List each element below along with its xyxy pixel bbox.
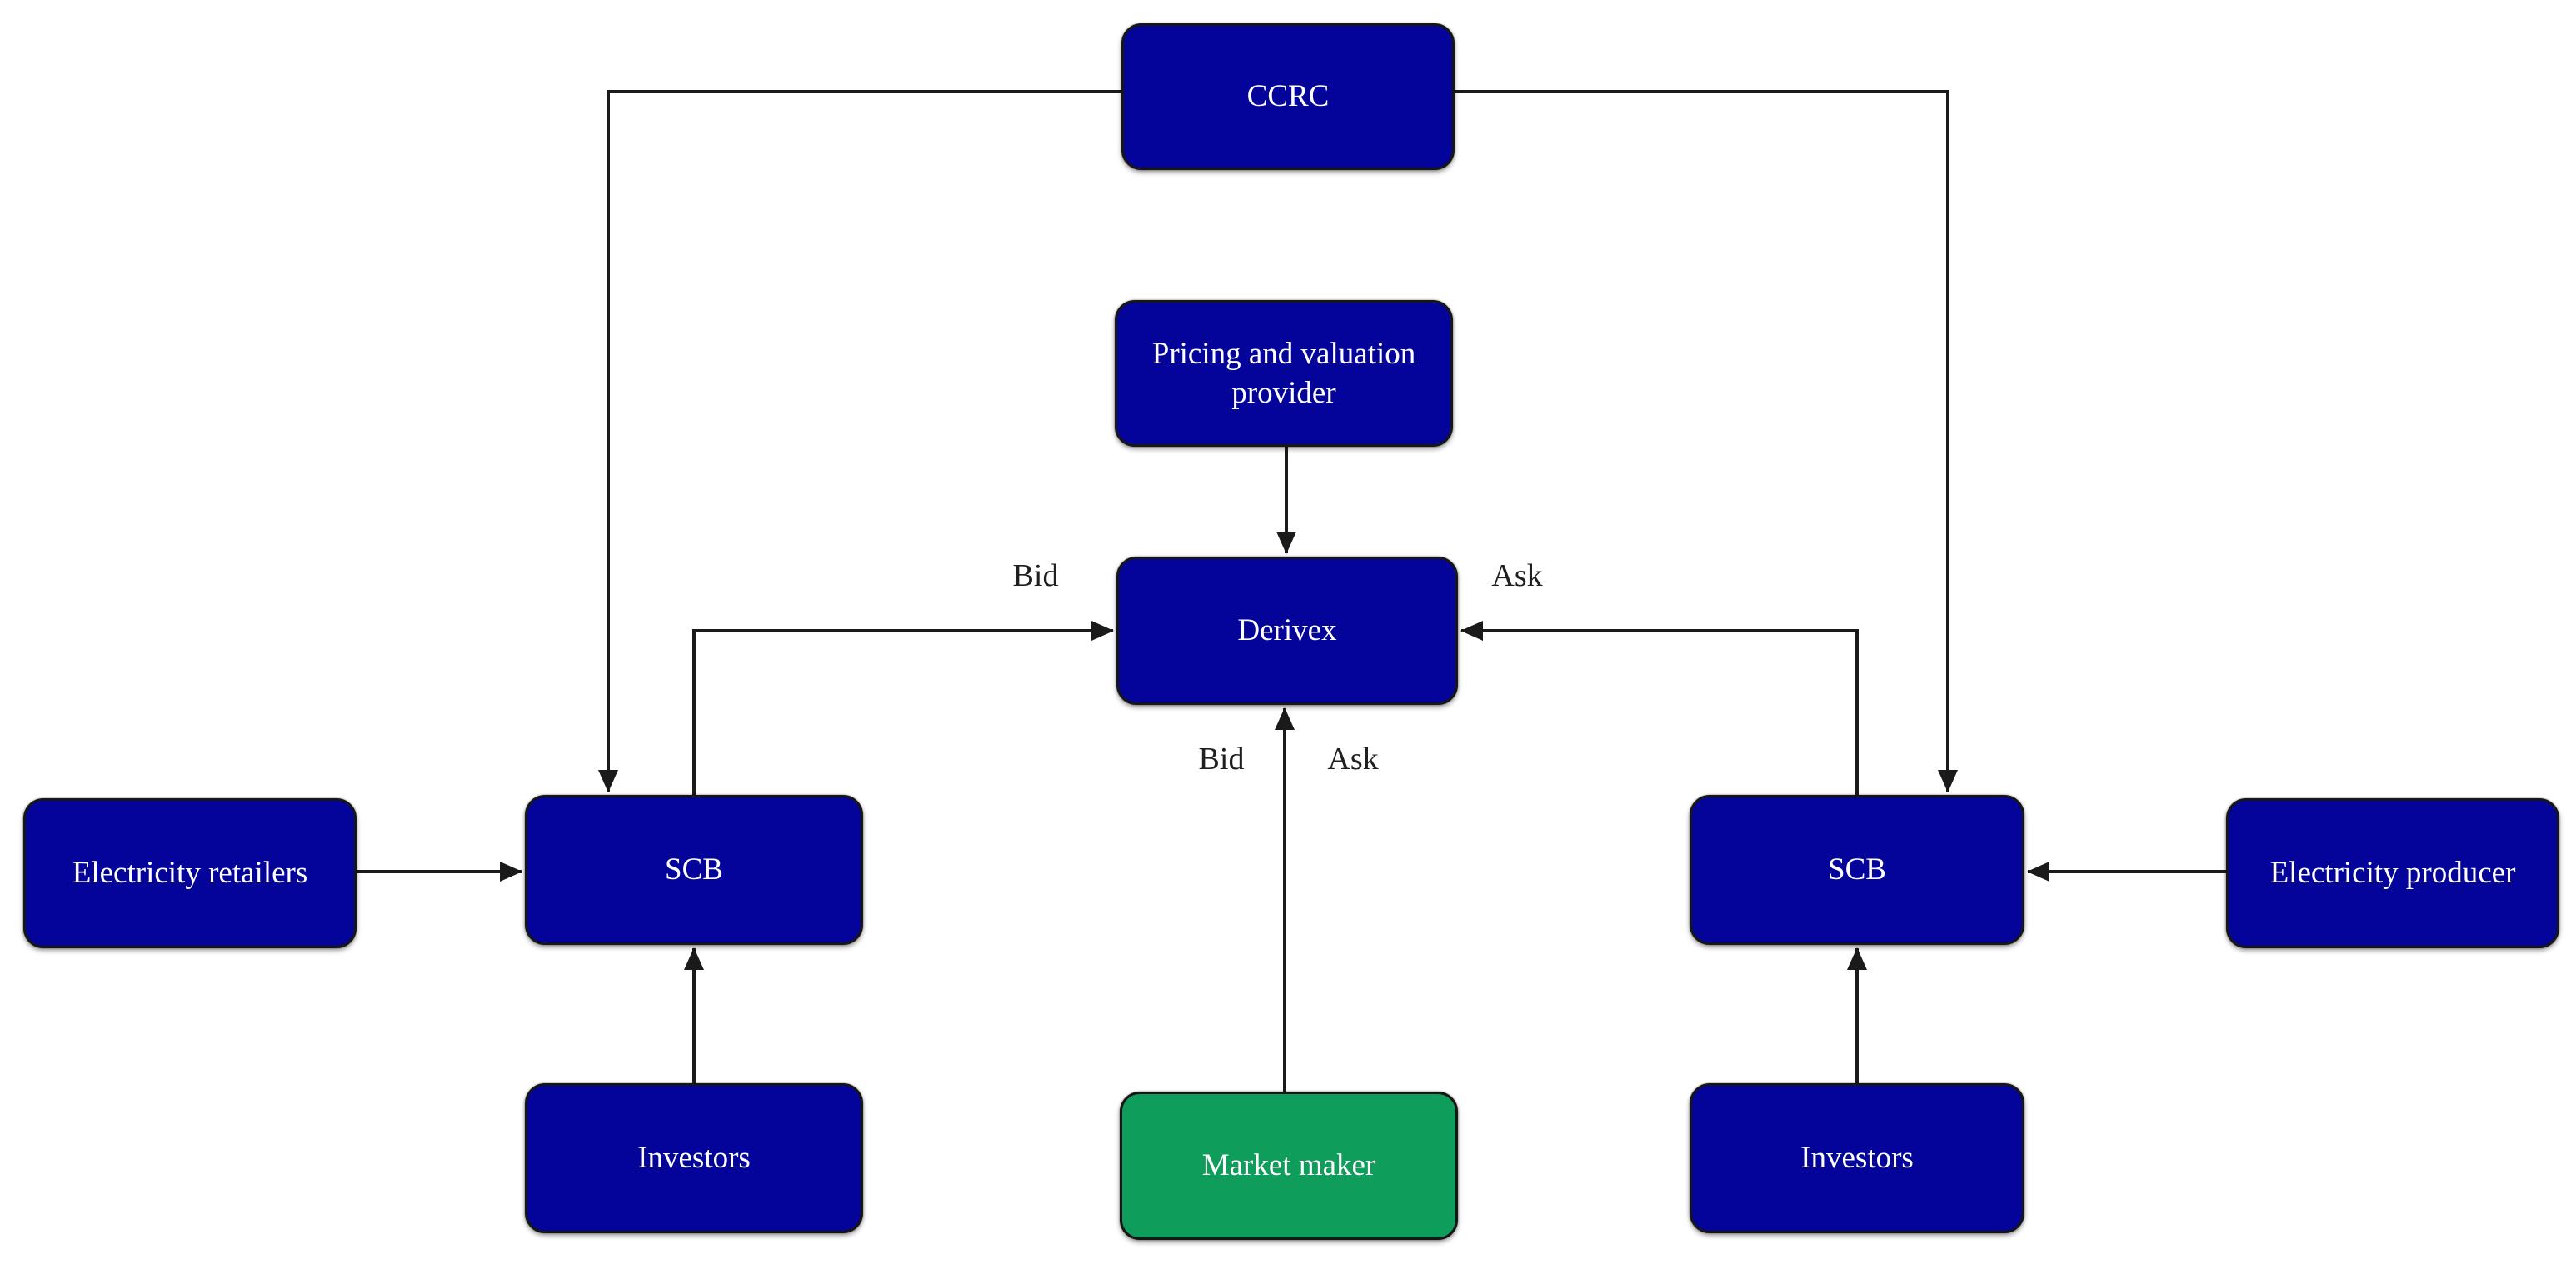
edge-scb-left-to-derivex [692, 621, 1114, 795]
node-pricing-valuation-provider: Pricing and valuation provider [1115, 300, 1453, 447]
edge-ccrc-to-scb-left [598, 90, 1121, 792]
node-ccrc-label: CCRC [1246, 79, 1330, 114]
node-market-maker: Market maker [1120, 1092, 1458, 1240]
edge-scb-right-to-derivex [1460, 621, 1859, 795]
node-scb-left-label: SCB [665, 852, 723, 888]
edge-label-ask-bottom: Ask [1327, 742, 1379, 777]
node-investors-left: Investors [525, 1083, 863, 1233]
node-electricity-producer: Electricity producer [2226, 798, 2559, 948]
edge-label-ask-right: Ask [1491, 558, 1543, 593]
node-electricity-producer-label: Electricity producer [2269, 856, 2516, 891]
node-pricing-valuation-provider-label: Pricing and valuation provider [1151, 336, 1416, 410]
node-scb-right: SCB [1690, 795, 2024, 945]
node-investors-right-label: Investors [1800, 1141, 1914, 1176]
node-investors-left-label: Investors [637, 1141, 751, 1176]
edge-label-bid-left: Bid [1012, 558, 1059, 593]
node-derivex-label: Derivex [1237, 613, 1337, 648]
node-investors-right: Investors [1690, 1083, 2024, 1233]
node-scb-left: SCB [525, 795, 863, 945]
node-electricity-retailers-label: Electricity retailers [72, 856, 308, 891]
node-market-maker-label: Market maker [1201, 1148, 1376, 1183]
node-electricity-retailers: Electricity retailers [23, 798, 357, 948]
edge-ccrc-to-scb-right [1455, 90, 1958, 792]
edge-label-bid-bottom: Bid [1198, 742, 1245, 777]
node-derivex: Derivex [1116, 557, 1458, 705]
node-scb-right-label: SCB [1828, 852, 1886, 888]
node-ccrc: CCRC [1121, 23, 1455, 170]
